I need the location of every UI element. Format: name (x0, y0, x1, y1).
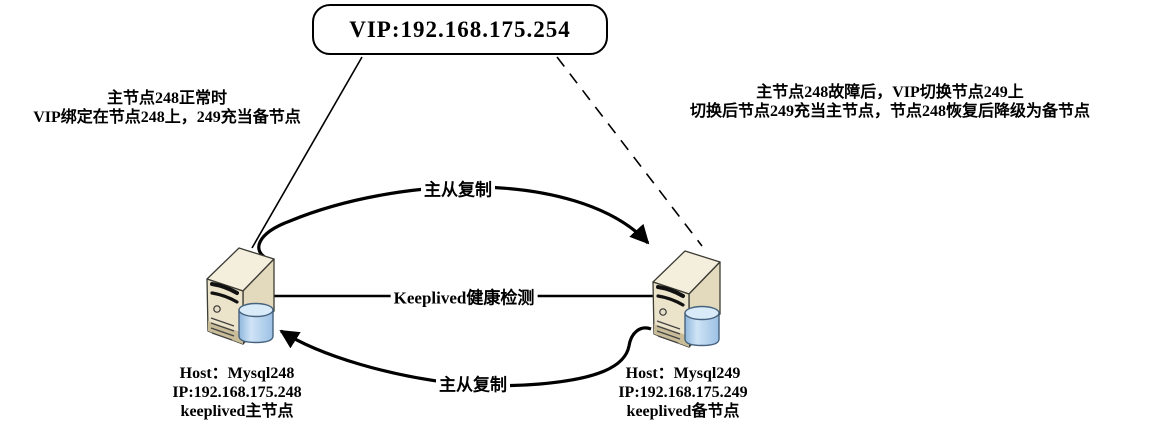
normal-state-note: 主节点248正常时 VIP绑定在节点248上，249充当备节点 (12, 89, 322, 127)
keepalived-role-label: keeplived主节点 (180, 403, 294, 420)
vip-address-label: VIP:192.168.175.254 (349, 16, 571, 42)
replication-top-label: 主从复制 (421, 175, 495, 201)
hostname-label: Host：Mysql248 (179, 365, 295, 382)
database-icon (238, 302, 274, 344)
replication-top-arrow (257, 185, 650, 261)
failover-state-note-line2: 切换后节点249充当主节点，节点248恢复后降级为备节点 (689, 103, 1090, 120)
vip-address-box: VIP:192.168.175.254 (312, 4, 608, 55)
vip-to-master-line (251, 56, 363, 249)
ip-label: IP:192.168.175.249 (618, 384, 748, 401)
replication-bottom-label: 主从复制 (436, 370, 510, 396)
keepalived-role-label: keeplived备节点 (626, 403, 740, 420)
vip-to-backup-dashed-line (556, 56, 703, 247)
failover-state-note-line1: 主节点248故障后，VIP切换节点249上 (756, 84, 1024, 101)
server-info-mysql248: Host：Mysql248 IP:192.168.175.248 keepliv… (117, 364, 357, 421)
database-icon (684, 305, 720, 347)
ip-label: IP:192.168.175.248 (172, 384, 302, 401)
normal-state-note-line1: 主节点248正常时 (106, 90, 227, 107)
server-icon-mysql248 (206, 247, 275, 345)
server-info-mysql249: Host：Mysql249 IP:192.168.175.249 keepliv… (563, 364, 803, 421)
hostname-label: Host：Mysql249 (625, 365, 741, 382)
replication-bottom-arrow (279, 326, 652, 388)
server-front-vents (210, 282, 239, 341)
failover-state-note: 主节点248故障后，VIP切换节点249上 切换后节点249充当主节点，节点24… (652, 83, 1128, 121)
server-icon-mysql249 (652, 250, 721, 348)
power-button-icon (659, 308, 667, 316)
power-button-icon (213, 305, 221, 313)
normal-state-note-line2: VIP绑定在节点248上，249充当备节点 (33, 109, 301, 126)
health-check-label: Keeplived健康检测 (390, 283, 538, 309)
